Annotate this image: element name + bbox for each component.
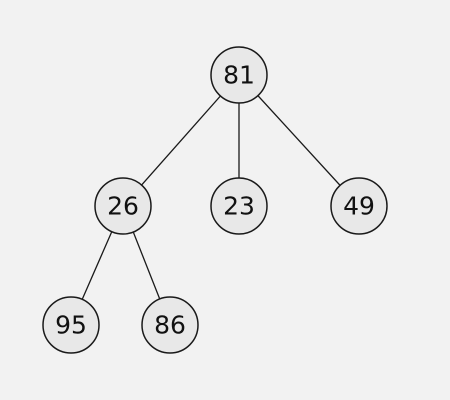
node-circle [94, 177, 152, 235]
tree-node-26: 26 [94, 177, 152, 235]
edge-81-49 [238, 74, 360, 207]
node-label: 23 [223, 192, 255, 221]
node-circle [141, 296, 199, 354]
node-label: 49 [343, 192, 375, 221]
tree-node-81: 81 [210, 46, 268, 104]
edge-81-26 [122, 74, 240, 207]
node-label: 81 [223, 61, 255, 90]
node-circle [210, 46, 268, 104]
node-circle [42, 296, 100, 354]
tree-node-23: 23 [210, 177, 268, 235]
node-circle [330, 177, 388, 235]
node-label: 95 [55, 311, 87, 340]
tree-node-95: 95 [42, 296, 100, 354]
node-label: 26 [107, 192, 139, 221]
tree-node-86: 86 [141, 296, 199, 354]
node-label: 86 [154, 311, 186, 340]
node-circle [210, 177, 268, 235]
tree-node-49: 49 [330, 177, 388, 235]
